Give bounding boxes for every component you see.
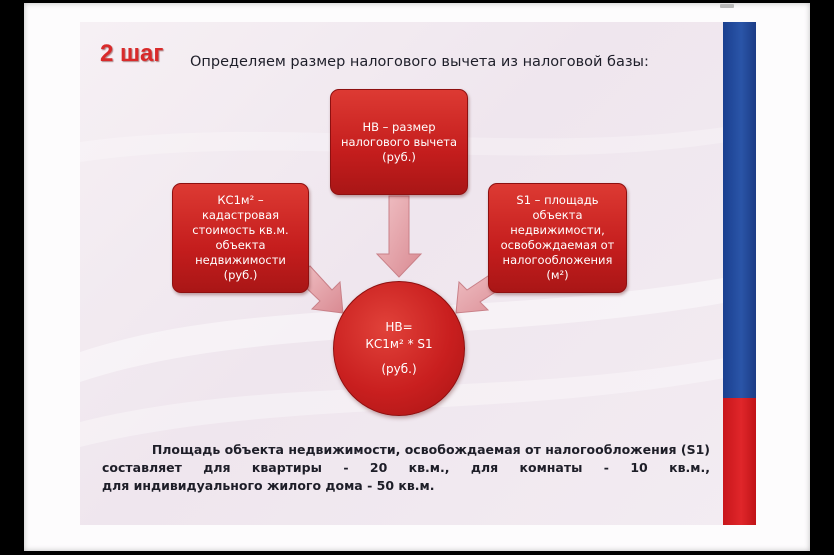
formula-line: НВ= bbox=[385, 320, 413, 334]
box-line: объекта bbox=[532, 208, 583, 222]
box-line: КС1м² – bbox=[217, 193, 264, 207]
footnote-word: - bbox=[343, 460, 349, 475]
footnote-line-3: для индивидуального жилого дома - 50 кв.… bbox=[102, 478, 435, 493]
box-line: стоимость кв.м. bbox=[192, 223, 289, 237]
formula-circle: НВ= КС1м² * S1 (руб.) bbox=[333, 281, 465, 416]
footnote-word: кв.м., bbox=[408, 460, 450, 475]
footnote-word: комнаты bbox=[519, 460, 583, 475]
box-line: (м²) bbox=[546, 268, 569, 282]
footnote-word: для bbox=[470, 460, 499, 475]
formula-line: КС1м² * S1 bbox=[365, 337, 433, 351]
box-tax-deduction: НВ – размер налогового вычета (руб.) bbox=[330, 89, 468, 195]
footnote-word: 20 bbox=[369, 460, 388, 475]
slide-title: Определяем размер налогового вычета из н… bbox=[190, 54, 649, 70]
box-line: (руб.) bbox=[223, 268, 258, 282]
box-line: кадастровая bbox=[201, 208, 280, 222]
box-line: НВ – размер bbox=[362, 119, 436, 134]
footnote-line-1: Площадь объекта недвижимости, освобождае… bbox=[151, 442, 710, 457]
box-exempt-area: S1 – площадь объекта недвижимости, освоб… bbox=[488, 183, 627, 293]
box-line: объекта bbox=[215, 238, 266, 252]
footnote-word: 10 bbox=[630, 460, 648, 475]
footnote-line-2: составляет для квартиры - 20 кв.м., для … bbox=[102, 459, 710, 477]
box-line: недвижимости bbox=[195, 253, 286, 267]
footnote-paragraph: Площадь объекта недвижимости, освобождае… bbox=[102, 441, 710, 495]
footnote-word: составляет bbox=[102, 460, 182, 475]
box-line: S1 – площадь bbox=[516, 193, 599, 207]
box-cadastral-cost: КС1м² – кадастровая стоимость кв.м. объе… bbox=[172, 183, 309, 293]
footnote-word: кв.м., bbox=[669, 460, 710, 475]
box-line: недвижимости, bbox=[510, 223, 605, 237]
box-line: налогообложения bbox=[502, 253, 613, 267]
box-line: освобождаемая от bbox=[500, 238, 615, 252]
box-line: (руб.) bbox=[382, 149, 416, 164]
side-bar-red bbox=[723, 398, 756, 525]
footnote-word: квартиры bbox=[251, 460, 322, 475]
arrow-down bbox=[375, 195, 423, 278]
formula-line: (руб.) bbox=[381, 362, 417, 376]
box-line: налогового вычета bbox=[340, 134, 458, 149]
scan-artifact bbox=[720, 4, 734, 8]
footnote-word: для bbox=[203, 460, 231, 475]
footnote-word: - bbox=[603, 460, 609, 475]
step-label: 2 шаг bbox=[100, 40, 164, 67]
side-bar-blue bbox=[723, 22, 756, 398]
